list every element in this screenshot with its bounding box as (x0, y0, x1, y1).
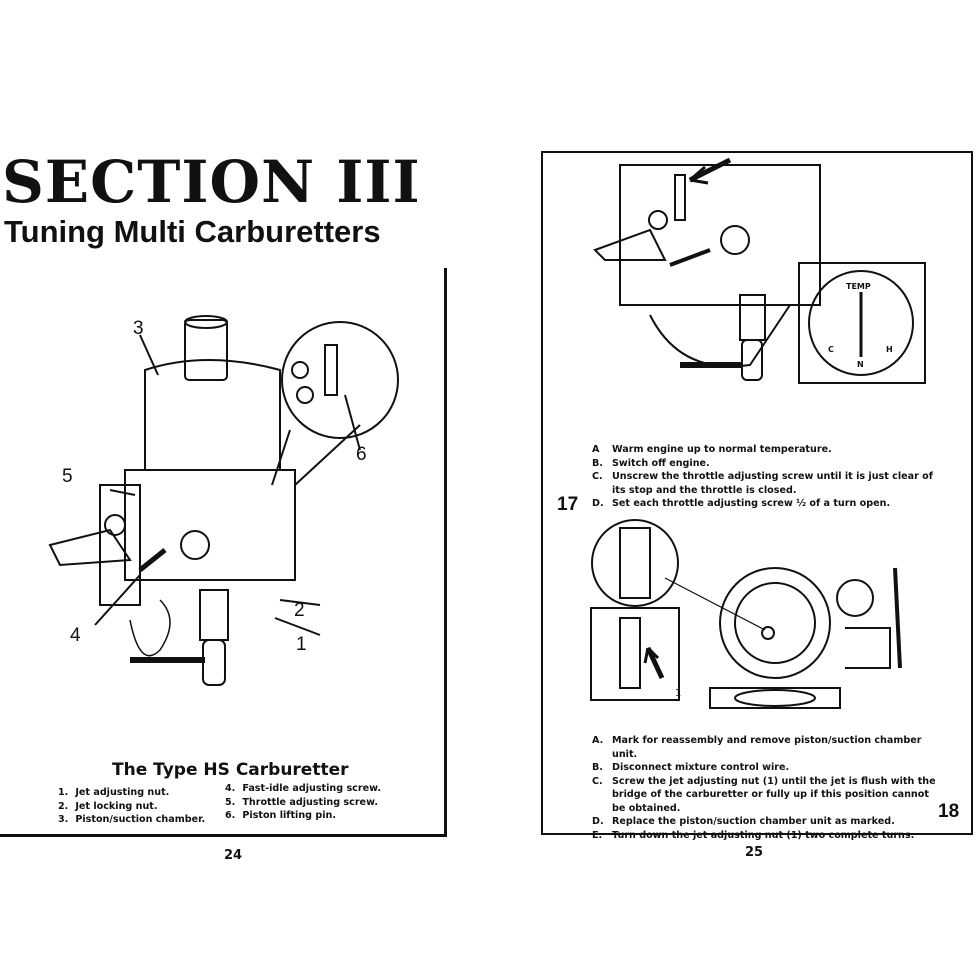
part-item: 1. Jet adjusting nut. (58, 787, 170, 798)
gauge-label-hot: H (886, 345, 893, 354)
figure-number-17: 17 (557, 494, 579, 515)
jet-adjustment-illustration (590, 519, 902, 709)
step-item: C.Screw the jet adjusting nut (1) until … (592, 775, 936, 814)
part-item: 6. Piston lifting pin. (225, 810, 337, 821)
step-item: A.Mark for reassembly and remove piston/… (592, 735, 922, 760)
page-number-right: 25 (745, 845, 764, 860)
section-subtitle: Tuning Multi Carburetters (4, 214, 381, 249)
step-item: B.Disconnect mixture control wire. (592, 762, 790, 773)
throttle-screw-illustration (593, 157, 821, 381)
part-item: 3. Piston/suction chamber. (58, 814, 206, 825)
gauge-label-normal: N (857, 360, 864, 369)
figure-caption-title: The Type HS Carburetter (112, 760, 349, 780)
step-item: D.Replace the piston/suction chamber uni… (592, 816, 895, 827)
figure-number-18: 18 (938, 801, 960, 822)
page-number-left: 24 (224, 848, 243, 863)
callout-2: 2 (294, 600, 305, 621)
callout-5: 5 (62, 466, 73, 487)
part-item: 2. Jet locking nut. (58, 800, 158, 812)
inset-callout-1: 1 (675, 688, 682, 699)
step-item: B.Switch off engine. (592, 457, 710, 469)
callout-1: 1 (296, 634, 307, 655)
callout-3: 3 (133, 318, 144, 339)
parts-list-col2: 4. Fast-idle adjusting screw. 5. Throttl… (225, 782, 381, 823)
callout-6: 6 (356, 444, 367, 465)
hs-carburetter-illustration (48, 315, 399, 686)
step-item: C.Unscrew the throttle adjusting screw u… (592, 471, 933, 496)
gauge-label-cold: C (828, 345, 834, 354)
step-item: E.Turn down the jet adjusting nut (1) tw… (592, 829, 915, 841)
parts-list-col1: 1. Jet adjusting nut. 2. Jet locking nut… (58, 786, 205, 827)
step-item: D.Set each throttle adjusting screw ½ of… (592, 498, 891, 509)
figure-18-steps: A.Mark for reassembly and remove piston/… (592, 734, 937, 842)
gauge-label-temp: TEMP (846, 282, 871, 291)
temperature-gauge-illustration (798, 262, 926, 384)
section-title: SECTION III (2, 148, 421, 216)
figure-frame-left (0, 268, 447, 837)
callout-4: 4 (70, 625, 81, 646)
part-item: 4. Fast-idle adjusting screw. (225, 783, 381, 794)
figure-frame-right (541, 151, 973, 835)
part-item: 5. Throttle adjusting screw. (225, 796, 378, 808)
